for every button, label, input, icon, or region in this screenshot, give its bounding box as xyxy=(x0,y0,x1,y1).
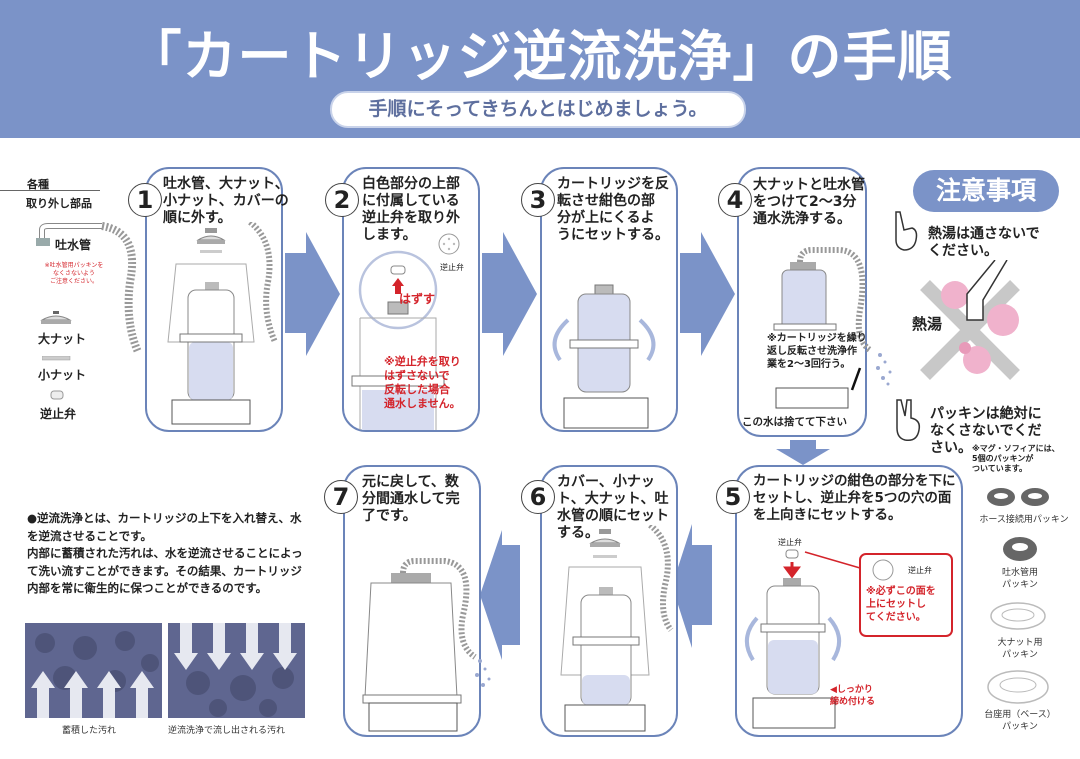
flow-arrow-2-3 xyxy=(482,253,504,333)
step-2-number: 2 xyxy=(325,183,359,217)
check-valve-face-icon xyxy=(438,233,460,255)
flow-arrow-3-4 xyxy=(680,253,702,333)
spout-packing-icon xyxy=(1003,537,1037,561)
subtitle-pill: 手順にそってきちんとはじめましょう。 xyxy=(330,91,746,128)
hot-water-label: 熱湯 xyxy=(912,315,943,333)
arrow-left-icon xyxy=(480,530,502,660)
caption-accumulated-dirt: 蓄積した汚れ xyxy=(62,726,117,736)
page-title: 「カートリッジ逆流洗浄」の手順 xyxy=(127,25,953,88)
part-label-large-nut: 大ナット xyxy=(38,332,87,346)
step-7-text: 元に戻して、数 分間通水して完 了です。 xyxy=(362,474,460,524)
hose-packing-icon xyxy=(987,488,1049,506)
parts-heading-line1: 各種 xyxy=(27,178,49,191)
completed-purifier-illustration xyxy=(362,558,491,732)
arrow-right-icon xyxy=(701,232,735,356)
large-nut-icon xyxy=(40,311,72,324)
step-1-number: 1 xyxy=(128,183,162,217)
backwash-explanation: ●逆流洗浄とは、カートリッジの上下を入れ替え、水を逆流させることです。 内部に蓄… xyxy=(27,510,312,598)
purifier-disassembled-illustration xyxy=(167,222,278,425)
step-6-number: 6 xyxy=(521,480,555,514)
header-banner: 「カートリッジ逆流洗浄」の手順 手順にそってきちんとはじめましょう。 xyxy=(0,0,1080,138)
arrow-right-icon xyxy=(503,232,537,356)
arrows-down-icon xyxy=(174,623,297,717)
step-5-part-label: 逆止弁 xyxy=(778,538,802,547)
caution-item-1: 熱湯は通さないで ください。 xyxy=(928,226,1040,259)
step-4-note: ※カートリッジを繰り 返し反転させ洗浄作 業を2〜3回行う。 xyxy=(767,333,867,370)
flushing-illustration xyxy=(773,247,892,409)
valve-removal-illustration xyxy=(351,250,445,430)
explanation-text: ●逆流洗浄とは、カートリッジの上下を入れ替え、水を逆流させることです。 内部に蓄… xyxy=(27,511,303,595)
step-5-number: 5 xyxy=(716,480,750,514)
divider xyxy=(0,190,100,191)
part-label-small-nut: 小ナット xyxy=(38,368,87,382)
valve-install-illustration xyxy=(745,549,953,729)
step-2-part-label: 逆止弁 xyxy=(440,263,464,272)
flow-arrow-6-7 xyxy=(500,545,520,645)
packing-label-spout: 吐水管用 パッキン xyxy=(1001,568,1038,590)
step-4-text: 大ナットと吐水管 をつけて2〜3分 通水洗浄する。 xyxy=(753,177,865,227)
step-1-text: 吐水管、大ナット、 小ナット、カバーの 順に外す。 xyxy=(163,176,289,226)
step-5-text: カートリッジの紺色の部分を下に セットし、逆止弁を5つの穴の面 を上向きにセット… xyxy=(753,473,956,523)
caption-backwash-dirt: 逆流洗浄で流し出される汚れ xyxy=(168,726,286,736)
large-nut-packing-icon xyxy=(990,602,1046,630)
step-4-discard-note: この水は捨てて下さい xyxy=(742,416,847,428)
caution-item-2: パッキンは絶対に なくさないでくだ さい。 xyxy=(930,406,1042,456)
hand-two-fingers-icon xyxy=(896,399,921,442)
cartridge-inverted-illustration xyxy=(552,284,656,429)
step-3-number: 3 xyxy=(521,183,555,217)
arrows-up-icon xyxy=(31,631,159,718)
step-2-warning: ※逆止弁を取り はずさないで 反転した場合 通水しません。 xyxy=(384,355,461,410)
parts-heading-line2: 取り外し部品 xyxy=(26,197,92,210)
arrow-down-icon xyxy=(776,449,830,465)
packing-label-large-nut: 大ナット用 パッキン xyxy=(997,638,1043,660)
step-2-text: 白色部分の上部 に付属している 逆止弁を取り外 します。 xyxy=(362,176,460,243)
flow-arrow-5-6 xyxy=(690,545,712,625)
step-7-number: 7 xyxy=(324,480,358,514)
hose-icon xyxy=(36,222,142,354)
step-3-text: カートリッジを反 転させ紺色の部 分が上にくるよ うにセットする。 xyxy=(557,176,669,243)
packing-label-hose: ホース接続用パッキン xyxy=(979,515,1069,525)
step-6-text: カバー、小ナッ ト、大ナット、吐 水管の順にセット する。 xyxy=(557,474,669,541)
caution-heading: 注意事項 xyxy=(913,170,1059,212)
arrow-left-icon xyxy=(672,524,692,648)
accumulated-dirt-diagram xyxy=(25,623,162,718)
flow-arrow-1-2 xyxy=(285,253,307,333)
base-packing-icon xyxy=(987,670,1049,704)
arrow-right-icon xyxy=(306,232,340,356)
caution-item-2-note: ※マグ・ソフィアには、 5個のパッキンが ついています。 xyxy=(972,444,1060,473)
step-2-action-label: はずす xyxy=(399,292,436,306)
packing-label-base: 台座用（ベース） パッキン xyxy=(984,710,1056,732)
parts-heading: 各種 取り外し部品 xyxy=(26,175,92,213)
check-valve-icon xyxy=(50,390,64,400)
step-5-callout-label: 逆止弁 xyxy=(908,566,932,575)
reassembly-illustration xyxy=(560,525,674,732)
small-nut-icon xyxy=(42,356,71,361)
part-label-spout: 吐水管 xyxy=(55,238,92,252)
step-4-number: 4 xyxy=(718,183,752,217)
part-label-check-valve: 逆止弁 xyxy=(40,407,77,421)
step-5-tighten-note: ◀しっかり 締め付ける xyxy=(830,685,876,707)
no-hot-water-illustration xyxy=(920,260,1020,380)
backwash-dirt-diagram xyxy=(168,623,305,718)
part-note-spout: ※吐水管用パッキンを なくさないよう ご注意ください。 xyxy=(44,262,104,285)
flow-arrow-4-5 xyxy=(790,440,816,450)
step-5-callout-warning: ※必ずこの面を 上にセットし てください。 xyxy=(866,586,936,623)
hand-one-finger-icon xyxy=(895,211,918,251)
